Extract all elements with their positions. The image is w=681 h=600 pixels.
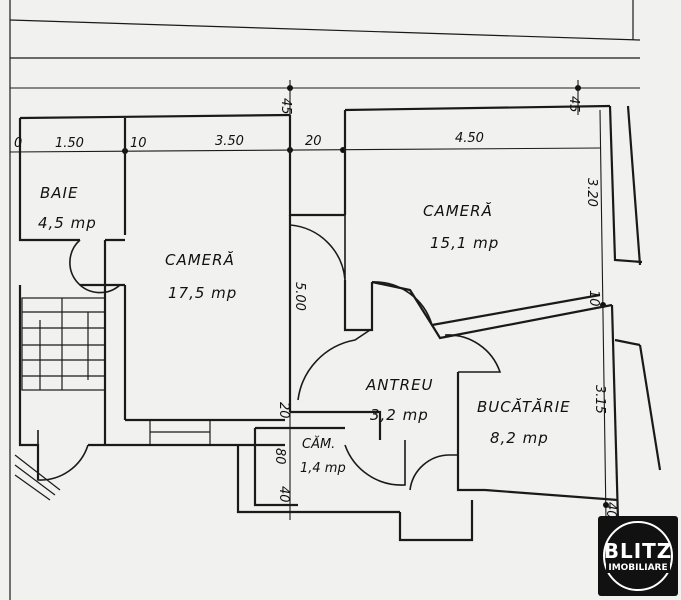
wall xyxy=(288,115,345,217)
room-camera-left-name: CAMERĂ xyxy=(165,250,235,269)
room-camera-right-area: 15,1 mp xyxy=(430,234,499,252)
stairs xyxy=(21,297,106,391)
window-frame xyxy=(626,105,642,266)
room-antreu-name: ANTREU xyxy=(365,376,434,394)
room-antreu-area: 3,2 mp xyxy=(370,406,429,424)
dim-20b: 20 xyxy=(276,402,291,419)
wall xyxy=(344,104,611,112)
kitchen-door xyxy=(444,334,502,373)
logo-ring xyxy=(603,521,673,591)
dim-10b: 10 xyxy=(586,290,601,307)
wall xyxy=(18,118,80,242)
dim-40b: 40 xyxy=(603,502,618,519)
dim-315: 3.15 xyxy=(592,385,607,414)
wall xyxy=(290,410,382,440)
wall xyxy=(343,280,374,332)
dim-10: 10 xyxy=(130,136,147,151)
room-camera-left-area: 17,5 mp xyxy=(168,284,237,302)
window-frame xyxy=(638,344,662,471)
dim-450: 4.50 xyxy=(455,131,484,146)
dim-500: 5.00 xyxy=(292,282,307,311)
window-frame xyxy=(614,338,641,347)
antreu-door-left xyxy=(297,329,371,401)
dim-top-45-right: 45 xyxy=(566,96,581,113)
logo-brand: BLITZ xyxy=(603,539,673,563)
room-camara-name: CĂM. xyxy=(302,436,335,452)
dim-80: 80 xyxy=(272,448,287,465)
right-dimension-line xyxy=(599,109,607,521)
camera-left-door xyxy=(289,215,346,281)
dimension-tick xyxy=(603,502,609,508)
entry-landing xyxy=(398,500,474,542)
blitz-logo: BLITZ IMOBILIARE xyxy=(598,516,678,596)
camara-door xyxy=(344,440,406,486)
dim-0: 0 xyxy=(14,136,22,151)
dim-150: 1.50 xyxy=(55,136,84,151)
entry-door xyxy=(37,430,89,481)
bathroom-door xyxy=(69,239,125,294)
room-camera-right-name: CAMERĂ xyxy=(423,201,493,220)
width-dimension-line xyxy=(9,147,601,153)
wall xyxy=(431,303,613,340)
wall xyxy=(608,105,643,264)
dim-40: 40 xyxy=(276,486,291,503)
room-baie-area: 4,5 mp xyxy=(38,214,97,232)
room-bucatarie-area: 8,2 mp xyxy=(490,429,549,447)
wall xyxy=(371,280,601,327)
wall xyxy=(456,372,485,492)
wall xyxy=(19,113,291,120)
wall xyxy=(236,445,400,514)
room-bucatarie-name: BUCĂTĂRIE xyxy=(477,397,571,416)
dim-20: 20 xyxy=(305,134,322,149)
logo-subtitle: IMOBILIARE xyxy=(606,563,670,573)
entry-step xyxy=(14,464,56,496)
wall xyxy=(253,428,298,507)
wall xyxy=(484,488,619,502)
room-baie-name: BAIE xyxy=(40,184,78,202)
entry-step xyxy=(14,474,51,501)
wall xyxy=(610,304,620,521)
dim-350: 3.50 xyxy=(215,134,244,149)
room-camara-area: 1,4 mp xyxy=(300,461,346,476)
dim-320: 3.20 xyxy=(584,178,599,207)
camera-right-door xyxy=(371,281,433,326)
exit-door xyxy=(409,454,458,491)
dim-top-45-left: 45 xyxy=(278,98,293,115)
paper-line xyxy=(9,19,641,41)
